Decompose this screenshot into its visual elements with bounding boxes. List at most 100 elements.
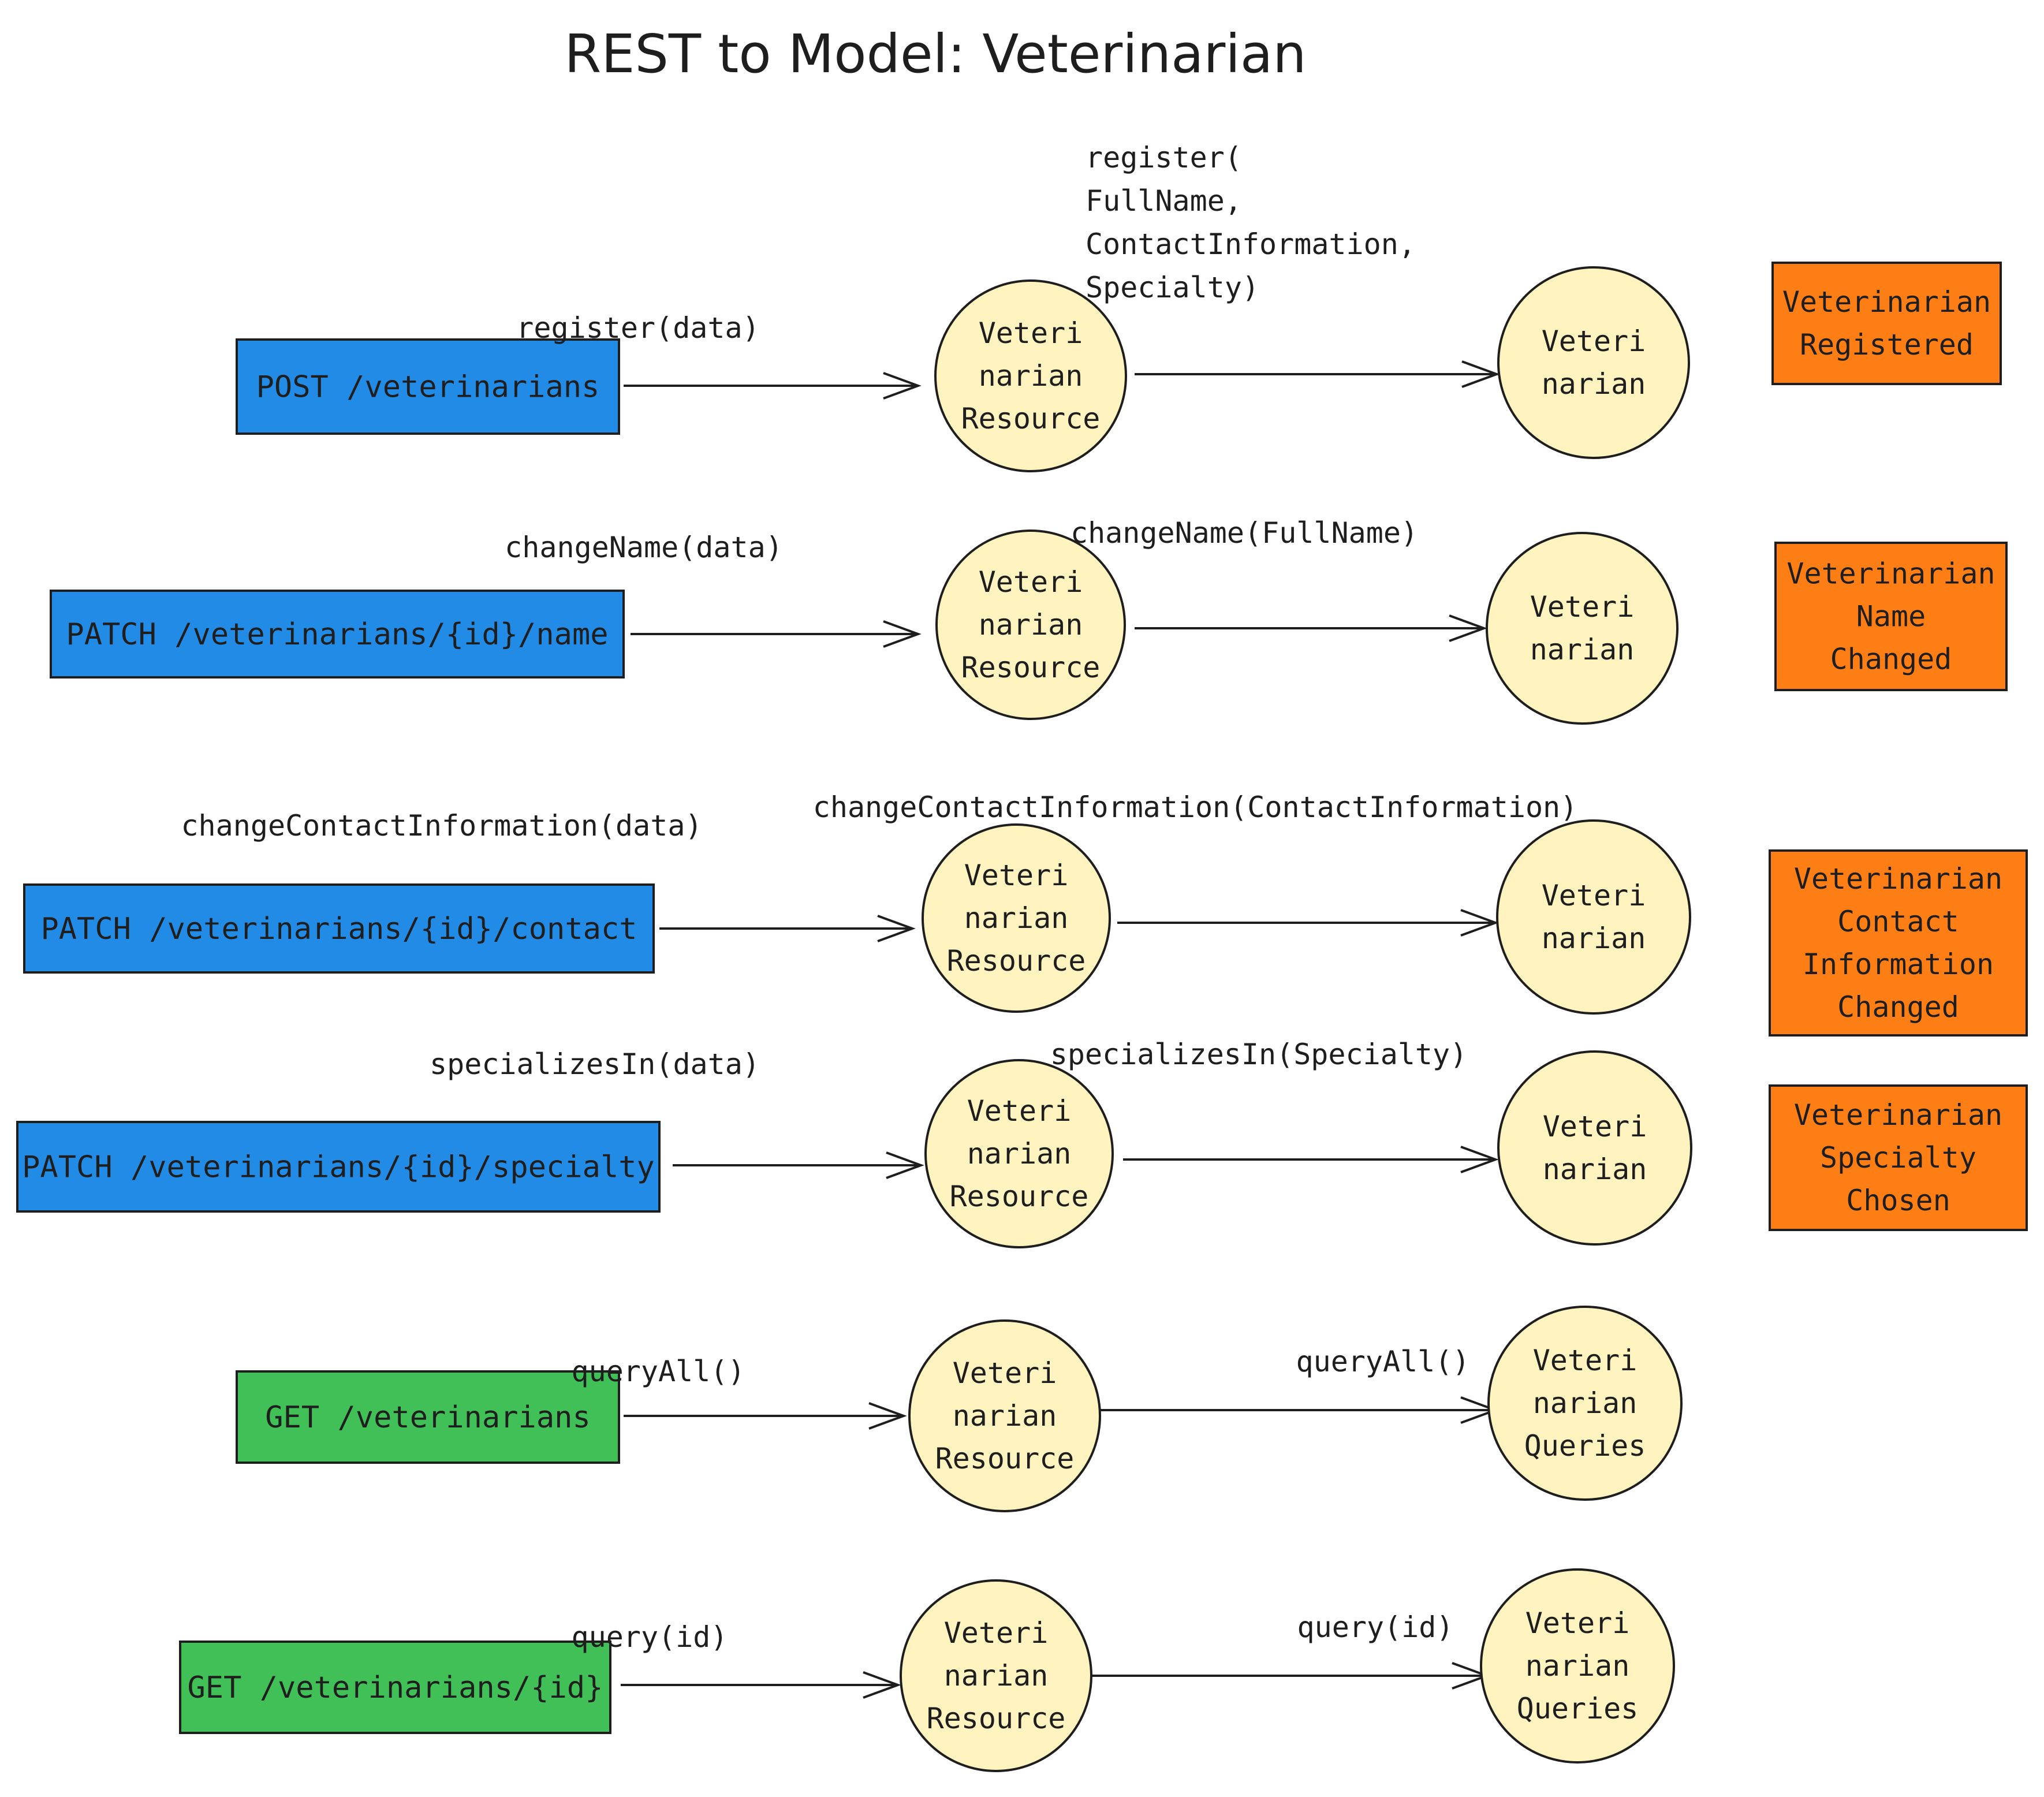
- arrow-to-model-head: [1460, 909, 1499, 937]
- domain-event-label-line: Veterinarian: [1786, 557, 1995, 591]
- domain-event-label-line: Name: [1856, 600, 1926, 633]
- arrow-to-resource-head: [886, 1151, 924, 1179]
- model-call-line: FullName,: [1086, 184, 1242, 218]
- arrow-to-model: [1123, 1146, 1499, 1173]
- command-endpoint-box[interactable]: PATCH /veterinarians/{id}/contact: [23, 883, 655, 974]
- endpoint-box-rect: [236, 338, 620, 435]
- resource-circle-shape: [935, 530, 1126, 720]
- domain-event-rect: [1771, 262, 2002, 385]
- rows-layer: POST /veterinariansregister(data)Veterin…: [16, 141, 2028, 1772]
- model-circle[interactable]: Veterinarian: [1496, 819, 1691, 1015]
- model-circle-label-line: narian: [1542, 367, 1646, 401]
- endpoint-box-rect: [23, 883, 655, 974]
- model-circle-label-line: narian: [1543, 1153, 1647, 1186]
- command-endpoint-box[interactable]: POST /veterinarians: [236, 338, 620, 435]
- model-circle-shape: [1486, 532, 1679, 725]
- arrow-to-model-head: [1460, 1146, 1499, 1173]
- resource-call-label-line: query(id): [572, 1620, 728, 1654]
- model-call-line: query(id): [1297, 1610, 1454, 1644]
- resource-circle-label-line: Veteri: [964, 859, 1069, 892]
- model-call-line: register(: [1086, 141, 1242, 174]
- resource-circle-label-line: Veteri: [979, 565, 1083, 599]
- model-circle-label-line: Veteri: [1533, 1344, 1638, 1377]
- domain-event-label-line: Information: [1803, 948, 1994, 981]
- arrow-to-model: [1117, 909, 1499, 937]
- resource-call-label-line: changeContactInformation(data): [181, 809, 702, 842]
- arrow-to-resource-head: [877, 915, 916, 942]
- endpoint-box-rect: [50, 590, 625, 678]
- resource-circle-label-line: narian: [953, 1399, 1057, 1433]
- model-call-label: query(id): [1297, 1610, 1454, 1644]
- flow-row: GET /veterinarians/{id} query(id) Veterina…: [179, 1568, 1675, 1772]
- command-endpoint-box[interactable]: PATCH /veterinarians/{id}/name: [50, 590, 625, 678]
- arrow-to-resource: [673, 1151, 924, 1179]
- model-circle-label-line: Veteri: [1543, 1110, 1647, 1143]
- model-circle[interactable]: Veterinarian: [1497, 266, 1690, 459]
- resource-circle-label-line: Resource: [961, 402, 1101, 435]
- resource-circle-label-line: Resource: [950, 1180, 1089, 1213]
- domain-event-label-line: Changed: [1837, 990, 1959, 1024]
- endpoint-box-rect: [16, 1121, 661, 1213]
- model-circle-label-line: narian: [1530, 633, 1635, 666]
- query-endpoint-box[interactable]: GET /veterinarians: [236, 1370, 620, 1464]
- arrow-to-resource: [624, 372, 922, 400]
- endpoint-label: PATCH /veterinarians/{id}/contact: [40, 912, 637, 946]
- arrow-to-model-head: [1449, 614, 1487, 642]
- model-circle-shape: [1497, 266, 1690, 459]
- endpoint-label: PATCH /veterinarians/{id}/specialty: [22, 1150, 655, 1185]
- flow-row: POST /veterinariansregister(data)Veterin…: [236, 141, 2002, 472]
- endpoint-box-rect: [236, 1370, 620, 1464]
- resource-call-label-line: changeName(data): [505, 531, 783, 564]
- model-circle-shape: [1496, 819, 1691, 1015]
- endpoint-label: GET /veterinarians: [265, 1400, 591, 1435]
- model-circle-shape: [1487, 1306, 1683, 1501]
- resource-circle-label-line: narian: [979, 359, 1083, 393]
- resource-circle-shape: [922, 823, 1111, 1013]
- arrow-to-resource-head: [863, 1671, 901, 1699]
- model-circle-shape: [1480, 1568, 1675, 1764]
- model-circle[interactable]: Veteri narian: [1497, 1050, 1692, 1246]
- resource-call-label-line: specializesIn(data): [430, 1047, 760, 1081]
- endpoint-box-rect: [179, 1641, 611, 1734]
- endpoint-label: POST /veterinarians: [256, 370, 600, 405]
- model-call-label: queryAll(): [1296, 1345, 1469, 1378]
- model-circle-label-line: narian: [1542, 922, 1646, 955]
- model-circle-label-line: Queries: [1517, 1692, 1639, 1725]
- query-endpoint-box[interactable]: GET /veterinarians/{id}: [179, 1641, 611, 1734]
- domain-event-label-line: Specialty: [1820, 1141, 1976, 1175]
- model-circle-shape: [1497, 1050, 1692, 1246]
- resource-circle-label-line: Resource: [935, 1442, 1075, 1475]
- domain-event-rect: [1769, 1084, 2028, 1231]
- arrow-to-resource: [631, 620, 922, 648]
- flow-row: PATCH /veterinarians/{id}/contact changeC…: [23, 791, 2028, 1037]
- resource-circle-label-line: Resource: [961, 651, 1101, 684]
- resource-circle-shape: [934, 279, 1127, 472]
- domain-event-label-line: Veterinarian: [1782, 285, 1991, 319]
- model-circle[interactable]: Veterinarian: [1486, 532, 1679, 725]
- arrow-to-resource: [659, 915, 916, 942]
- model-call-label: register( FullName, ContactInformation, …: [1086, 141, 1416, 304]
- resource-circle-label-line: Veteri: [967, 1094, 1072, 1128]
- model-circle-label-line: Queries: [1524, 1429, 1646, 1463]
- model-circle-label-line: narian: [1525, 1649, 1630, 1683]
- model-call-line: changeContactInformation(ContactInformat…: [813, 791, 1578, 824]
- endpoint-label: GET /veterinarians/{id}: [187, 1671, 603, 1705]
- model-call-label: changeName(FullName): [1071, 516, 1418, 550]
- model-call-line: changeName(FullName): [1071, 516, 1418, 550]
- flow-row: GET /veterinariansqueryAll()Veterinarian…: [236, 1306, 1683, 1512]
- command-endpoint-box[interactable]: PATCH /veterinarians/{id}/specialty: [16, 1121, 661, 1213]
- arrow-to-model: [1135, 614, 1487, 642]
